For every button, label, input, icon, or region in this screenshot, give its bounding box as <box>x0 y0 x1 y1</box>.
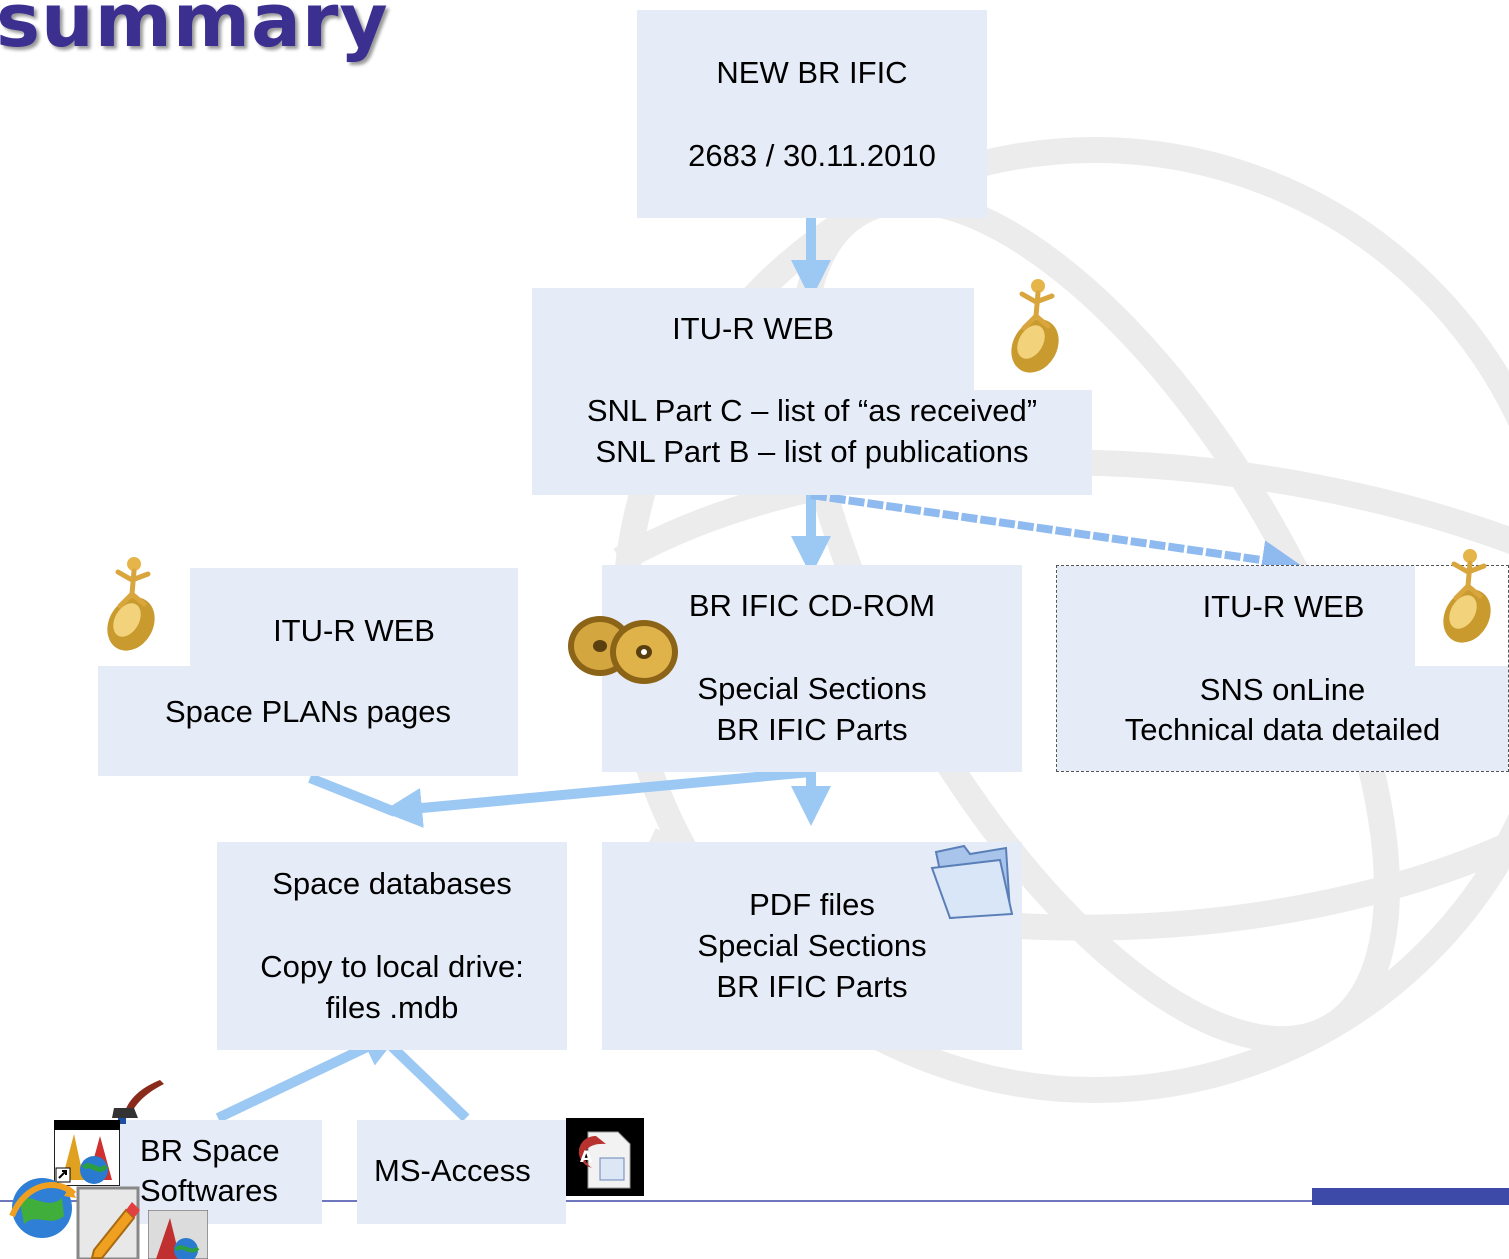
ms-access-box: MS-Access <box>357 1120 566 1224</box>
space-db-box: Space databases Copy to local drive: fil… <box>217 842 567 1050</box>
br-space-box: BR Space Softwares <box>120 1120 322 1224</box>
itu-web-plans-box-top: ITU-R WEB <box>190 568 518 666</box>
copy-local-drive: Copy to local drive: <box>260 949 524 984</box>
ms-access-label: MS-Access <box>374 1153 531 1188</box>
cdrom-bric-parts: BR IFIC Parts <box>716 712 908 747</box>
arrow-brsoft-to-db <box>215 1029 403 1123</box>
sns-online: SNS onLine <box>1199 672 1366 707</box>
itu-web-sns-title: ITU-R WEB <box>1202 589 1365 624</box>
arrow-plans-to-db <box>308 773 397 817</box>
footer-bar <box>1312 1188 1509 1205</box>
br-space-line1: BR Space <box>140 1133 280 1168</box>
itu-web-plans-title: ITU-R WEB <box>273 613 435 648</box>
space-db-title: Space databases <box>272 866 512 901</box>
cd-disc-icon <box>568 616 678 684</box>
snl-part-c: SNL Part C – list of “as received” <box>586 393 1038 428</box>
cdrom-title: BR IFIC CD-ROM <box>688 588 936 623</box>
globe-icon <box>9 1178 77 1238</box>
snl-part-b: SNL Part B – list of publications <box>595 434 1029 469</box>
files-mdb: files .mdb <box>325 990 459 1025</box>
sns-box-bottom-fill <box>1057 666 1508 771</box>
mouse-figure-icon <box>1011 279 1059 373</box>
space-plans-pages: Space PLANs pages <box>164 694 452 729</box>
slide-title: summary <box>0 0 389 64</box>
pdf-special-sections: Special Sections <box>697 928 927 963</box>
mouse-figure-icon <box>1443 549 1491 643</box>
sns-box-top-fill <box>1057 566 1415 666</box>
itu-web-sns-box: ITU-R WEB SNS onLine Technical data deta… <box>1056 565 1509 772</box>
ms-access-icon: A <box>566 1118 644 1196</box>
pdf-files: PDF files <box>749 887 875 922</box>
br-space-software-icon <box>54 1120 120 1186</box>
arrow-cdrom-to-db <box>382 767 812 828</box>
quill-icon <box>112 1080 164 1124</box>
itu-web-main-title: ITU-R WEB <box>672 311 834 346</box>
itu-web-main-box: SNL Part C – list of “as received” SNL P… <box>532 390 1092 495</box>
arrow-web-to-sns <box>810 491 1302 580</box>
br-space-software-icon <box>148 1210 208 1259</box>
arrow-access-to-db <box>381 1036 470 1122</box>
svg-text:A: A <box>580 1147 593 1166</box>
new-bric-title: NEW BR IFIC <box>716 55 908 90</box>
edit-page-icon <box>76 1186 140 1259</box>
new-bric-number: 2683 / 30.11.2010 <box>688 138 936 173</box>
mouse-figure-icon <box>107 557 155 651</box>
itu-web-plans-box: Space PLANs pages <box>98 666 518 776</box>
br-space-line2: Softwares <box>140 1173 278 1208</box>
cdrom-special-sections: Special Sections <box>697 671 927 706</box>
technical-data-detailed: Technical data detailed <box>1124 712 1441 747</box>
folder-icon <box>930 844 1014 920</box>
pdf-bric-parts: BR IFIC Parts <box>716 969 908 1004</box>
itu-web-main-box-top: ITU-R WEB <box>532 288 974 390</box>
new-bric-box: NEW BR IFIC 2683 / 30.11.2010 <box>637 10 987 218</box>
